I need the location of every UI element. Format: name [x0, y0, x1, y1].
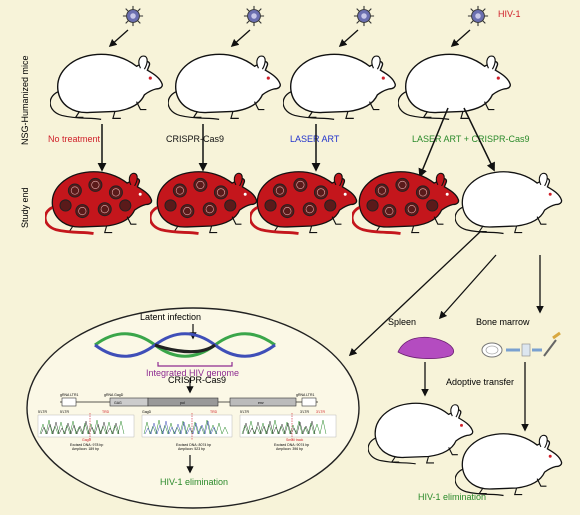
svg-text:3'LTR: 3'LTR — [316, 410, 325, 414]
svg-text:Amplicon: 189 bp: Amplicon: 189 bp — [72, 447, 99, 451]
label-adoptive-transfer: Adoptive transfer — [446, 377, 514, 387]
svg-text:Amplicon: 396 bp: Amplicon: 396 bp — [276, 447, 303, 451]
humanized-mouse — [398, 53, 511, 121]
sequencing-traces: 5'LTR TRD GagD Excised DNA: 978 bp Ampli… — [37, 410, 337, 451]
recipient-mouse — [455, 433, 563, 497]
bone-marrow-illustration — [481, 331, 561, 358]
cured-mouse — [455, 171, 563, 235]
label-crispr: CRISPR-Cas9 — [166, 134, 224, 144]
label-integrated-genome: Integrated HIV genome — [146, 368, 239, 378]
genome-map: gRNA LTR1 gRNA GagD gRNA LTR1 GAG pol en… — [60, 393, 318, 414]
svg-text:TRD: TRD — [102, 410, 110, 414]
label-bone-marrow: Bone marrow — [476, 317, 530, 327]
spleen-illustration — [397, 336, 454, 360]
infected-mouse-combo — [352, 170, 461, 235]
infected-mouse-untreated — [45, 170, 154, 235]
integration-bracket — [157, 362, 233, 367]
infected-mouse-laser-art — [250, 170, 359, 235]
label-no-treatment: No treatment — [48, 134, 101, 144]
row-label-humanized: NSG-Humanized mice — [20, 55, 30, 145]
svg-text:3'LTR: 3'LTR — [300, 410, 309, 414]
dna-helix — [94, 332, 276, 358]
humanized-mouse — [168, 53, 281, 121]
virus-icon — [122, 5, 144, 27]
virus-label: HIV-1 — [498, 9, 521, 19]
svg-text:gRNA GagD: gRNA GagD — [104, 393, 124, 397]
svg-text:GagD: GagD — [142, 410, 152, 414]
mechanism-inset — [26, 307, 360, 509]
treatment-arrows — [97, 107, 495, 178]
label-spleen: Spleen — [388, 317, 416, 327]
label-crispr-inset: CRISPR-Cas9 — [168, 375, 226, 385]
svg-text:Amplicon: 523 bp: Amplicon: 523 bp — [178, 447, 205, 451]
virus-icon — [467, 5, 489, 27]
label-combo: LASER ART + CRISPR-Cas9 — [412, 134, 529, 144]
svg-text:Small track: Small track — [286, 438, 304, 442]
transfer-arrows — [421, 362, 529, 432]
virus-icon — [243, 5, 265, 27]
svg-text:5'LTR: 5'LTR — [60, 410, 69, 414]
svg-text:gRNA LTR1: gRNA LTR1 — [296, 393, 314, 397]
infection-arrows — [108, 29, 471, 48]
label-latent-infection: Latent infection — [140, 312, 201, 322]
infected-mouse-crispr — [150, 170, 259, 235]
label-laser-art: LASER ART — [290, 134, 340, 144]
svg-text:GAG: GAG — [114, 401, 122, 405]
svg-text:pol: pol — [180, 401, 185, 405]
row-label-study-end: Study end — [20, 187, 30, 228]
svg-text:5'LTR: 5'LTR — [38, 410, 47, 414]
followup-arrows — [348, 231, 544, 357]
svg-text:Excised DNA: 8074 bp: Excised DNA: 8074 bp — [176, 443, 211, 447]
svg-text:Excised DNA: 9074 bp: Excised DNA: 9074 bp — [274, 443, 309, 447]
svg-text:GagD: GagD — [82, 438, 92, 442]
svg-text:5'LTR: 5'LTR — [240, 410, 249, 414]
humanized-mouse — [50, 53, 163, 121]
recipient-mouse — [368, 402, 474, 465]
svg-text:TRD: TRD — [210, 410, 218, 414]
label-final-elimination: HIV-1 elimination — [418, 492, 486, 502]
humanized-mouse — [283, 53, 396, 121]
svg-text:gRNA LTR1: gRNA LTR1 — [60, 393, 78, 397]
svg-text:Excised DNA: 978 bp: Excised DNA: 978 bp — [70, 443, 103, 447]
label-inset-elimination: HIV-1 elimination — [160, 477, 228, 487]
virus-icon — [353, 5, 375, 27]
svg-text:env: env — [258, 401, 264, 405]
